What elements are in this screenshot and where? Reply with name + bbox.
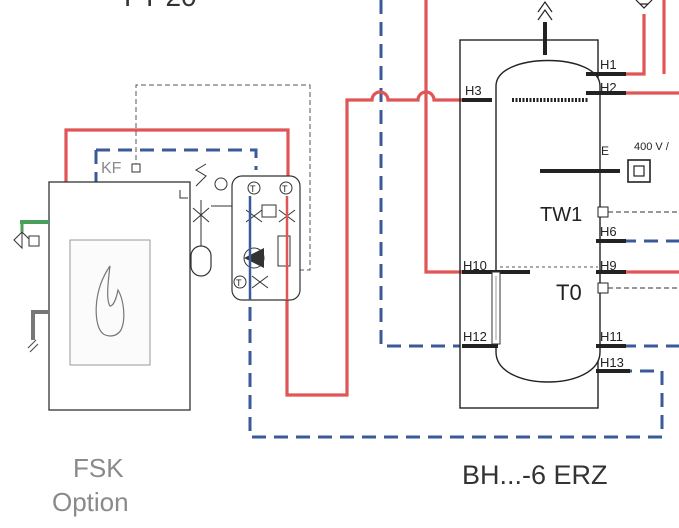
return-line-left bbox=[379, 0, 460, 348]
thermometer-right-icon bbox=[279, 181, 293, 195]
boiler-window bbox=[69, 239, 151, 366]
label-h2: H2 bbox=[600, 80, 617, 95]
pump-group: T T T bbox=[179, 163, 301, 301]
label-h10: H10 bbox=[463, 258, 487, 273]
pump-icon bbox=[244, 248, 264, 268]
tank-vessel bbox=[495, 59, 601, 383]
check-valve-icon bbox=[251, 275, 269, 289]
drain-tap-icon bbox=[27, 339, 39, 353]
flame-icon bbox=[95, 265, 125, 337]
boiler: KF FSK Option bbox=[13, 160, 191, 517]
mixer-valve-top-icon bbox=[635, 0, 653, 9]
t0-sensor-icon bbox=[597, 282, 609, 294]
label-h13: H13 bbox=[600, 355, 624, 370]
label-h11: H11 bbox=[600, 329, 623, 344]
thermostatic-valve-icon bbox=[28, 235, 40, 247]
tank-title: BH...-6 ERZ bbox=[462, 460, 608, 490]
pump-ring-icon bbox=[243, 247, 265, 269]
storage-tank: H1 H2 H3 E 400 V / TW1 H6 H10 H9 T0 H12 … bbox=[459, 0, 679, 490]
thermometer-bottom-icon bbox=[233, 275, 247, 289]
label-h1: H1 bbox=[600, 57, 617, 72]
label-h6: H6 bbox=[600, 224, 617, 239]
safety-valve-icon bbox=[13, 230, 31, 250]
kf-sensor-icon bbox=[131, 163, 141, 173]
label-voltage: 400 V / bbox=[634, 141, 670, 153]
drain-pipe bbox=[31, 310, 49, 340]
sensor-wire bbox=[135, 84, 311, 271]
top-fragment-label: FT 20 bbox=[124, 0, 197, 12]
label-h3: H3 bbox=[465, 83, 482, 98]
label-h12: H12 bbox=[463, 329, 487, 344]
port-bars bbox=[462, 72, 630, 373]
manometer-icon bbox=[214, 177, 228, 191]
label-h9: H9 bbox=[600, 258, 617, 273]
return-line-h13 bbox=[248, 290, 664, 439]
thermometer-bottom-label: T bbox=[236, 278, 242, 288]
flow-line-h10 bbox=[424, 0, 462, 274]
flow-line-boiler bbox=[64, 128, 290, 182]
label-t0: T0 bbox=[556, 280, 582, 305]
thermometer-right-label: T bbox=[282, 184, 288, 194]
kf-label: KF bbox=[101, 160, 122, 177]
option-title: FSK bbox=[73, 453, 124, 483]
expansion-pipe bbox=[179, 190, 188, 199]
tw1-sensor-icon bbox=[597, 206, 609, 218]
expansion-tank-icon bbox=[190, 245, 212, 277]
pressure-relief-icon bbox=[195, 163, 207, 187]
air-vent-icon bbox=[537, 0, 553, 21]
flow-line-to-h3 bbox=[285, 90, 462, 397]
thermometer-left-label: T bbox=[250, 184, 256, 194]
heater-terminal-inner bbox=[633, 165, 645, 177]
label-heater: E bbox=[601, 144, 609, 158]
return-line-boiler bbox=[96, 148, 258, 170]
thermometer-left-icon bbox=[247, 181, 261, 195]
label-tw1: TW1 bbox=[540, 204, 582, 226]
controller-icon bbox=[261, 204, 277, 218]
option-subtitle: Option bbox=[52, 487, 129, 517]
